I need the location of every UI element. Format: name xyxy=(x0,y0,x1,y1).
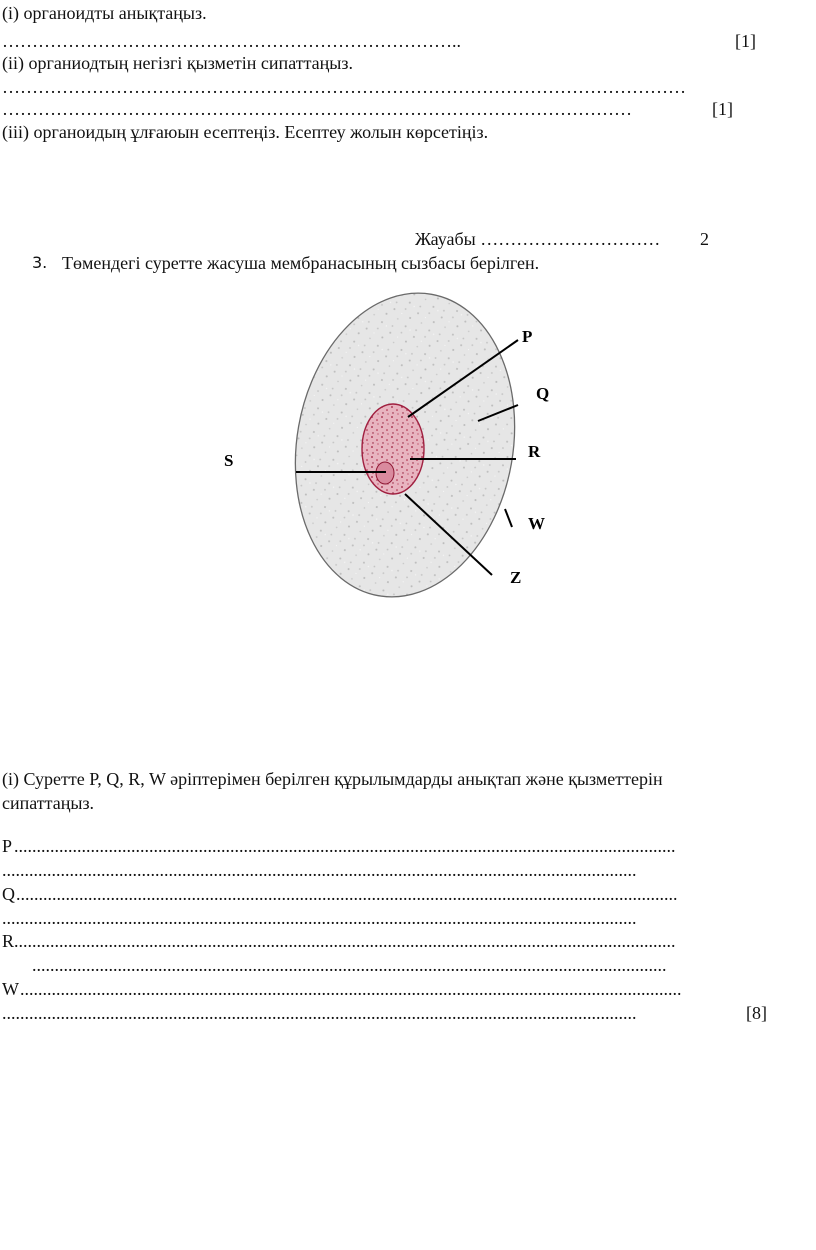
answer-line-r-2: ........................................… xyxy=(32,955,667,975)
label-p-answer: P xyxy=(2,836,13,856)
answer-line-p-2: ........................................… xyxy=(2,860,637,880)
question-3-text: Төмендегі суретте жасуша мембранасының с… xyxy=(62,253,540,273)
nucleus xyxy=(361,403,425,495)
answer-line-ii-2: …………………………………………………………………………………………… xyxy=(2,99,632,119)
cell-membrane-diagram: P Q R S W Z xyxy=(224,292,549,598)
final-mark: [8] xyxy=(746,1003,767,1023)
label-r: R xyxy=(528,442,541,461)
answer-line-w-1: ........................................… xyxy=(20,979,682,999)
question-ii: (ii) органиодтың негізгі қызметін сипатт… xyxy=(2,53,353,73)
answer-line-i: ………………………………………………………………….. xyxy=(2,31,461,51)
answer-line-ii-1: …………………………………………………………………………………………………… xyxy=(2,77,686,97)
answer-line-q-2: ........................................… xyxy=(2,908,637,928)
pointer-p xyxy=(407,339,519,418)
answer-label: Жауабы ………………………… xyxy=(415,229,661,249)
label-q: Q xyxy=(536,384,549,403)
question-iii: (iii) органоидың ұлғаюын есептеңіз. Есеп… xyxy=(2,122,489,142)
label-z: Z xyxy=(510,568,521,587)
mark-i: [1] xyxy=(735,31,756,51)
pointer-w xyxy=(504,508,513,528)
answer-line-q-1: ........................................… xyxy=(16,884,678,904)
answer-mark: 2 xyxy=(700,229,709,249)
label-s: S xyxy=(224,451,233,470)
part-i-line-2: сипаттаңыз. xyxy=(2,793,95,813)
question-number: 3. xyxy=(32,253,48,272)
label-r-answer: R xyxy=(2,931,15,951)
mark-ii: [1] xyxy=(712,99,733,119)
pointer-q xyxy=(477,404,519,422)
answer-line-r-1: ........................................… xyxy=(14,931,676,951)
question-i: (i) органоидты анықтаңыз. xyxy=(2,3,207,23)
label-w: W xyxy=(528,514,545,533)
pointer-z xyxy=(404,493,493,576)
answer-line-p-1: ........................................… xyxy=(14,836,676,856)
part-i-line-1: (i) Суретте P, Q, R, W әріптерімен беріл… xyxy=(2,769,663,789)
label-q-answer: Q xyxy=(2,884,15,904)
label-p: P xyxy=(522,327,532,346)
answer-line-w-2: ........................................… xyxy=(2,1003,637,1023)
label-w-answer: W xyxy=(2,979,19,999)
